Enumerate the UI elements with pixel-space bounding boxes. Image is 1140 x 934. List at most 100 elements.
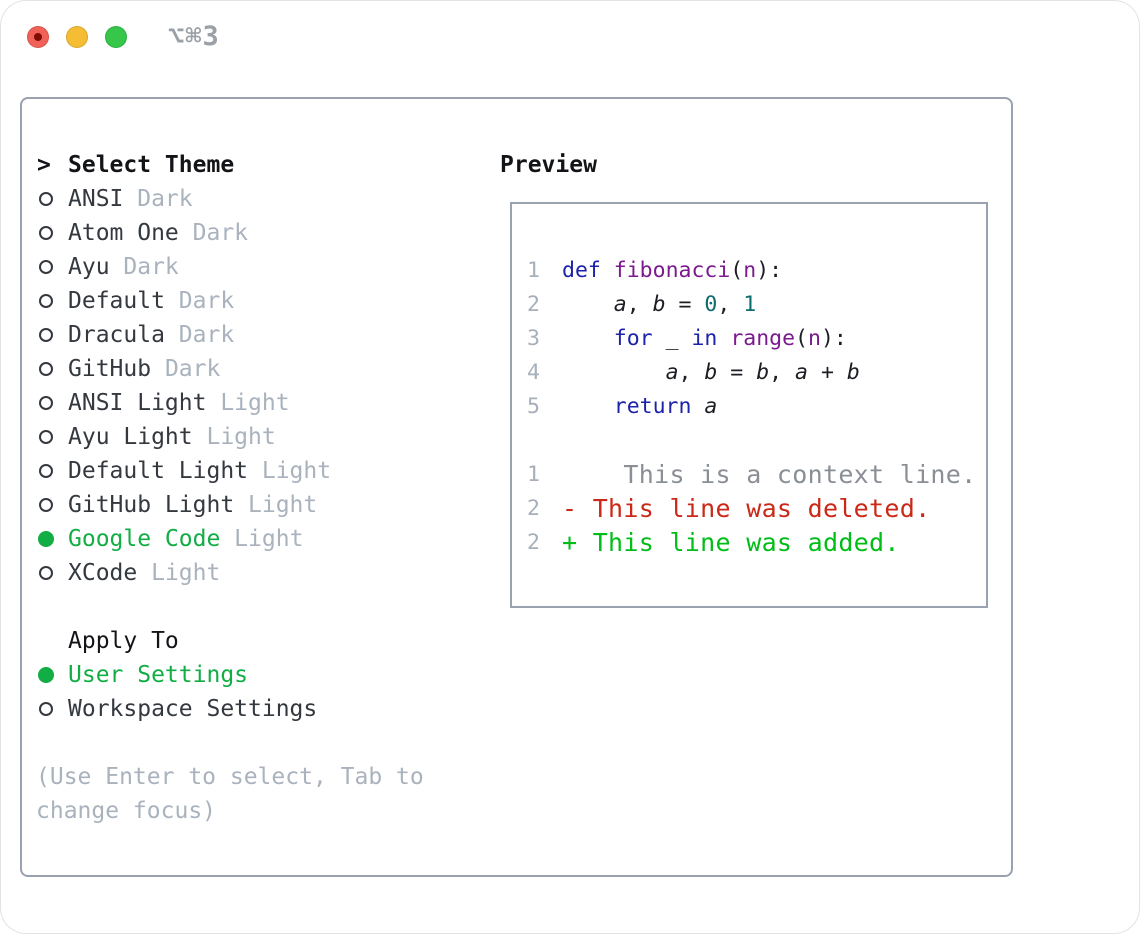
radio-icon bbox=[39, 498, 53, 512]
line-number: 2 bbox=[527, 291, 540, 317]
option-label: Workspace Settings bbox=[68, 696, 318, 722]
variant-tag: Light bbox=[137, 560, 221, 586]
option-github[interactable]: GitHub Dark bbox=[36, 352, 476, 386]
diff-text: This is a context line. bbox=[562, 459, 977, 489]
preview-title: Preview bbox=[500, 152, 597, 178]
code-line: 3 for _ in range(n): bbox=[527, 321, 986, 355]
minimize-button[interactable] bbox=[66, 26, 88, 48]
spacer bbox=[36, 726, 476, 760]
option-label: User Settings bbox=[68, 662, 249, 688]
line-number: 3 bbox=[527, 325, 540, 351]
line-number: 5 bbox=[527, 393, 540, 419]
code-text: def fibonacci(n): bbox=[562, 257, 783, 283]
radio-icon bbox=[39, 396, 53, 410]
code-text: return a bbox=[613, 393, 718, 419]
option-dracula[interactable]: Dracula Dark bbox=[36, 318, 476, 352]
diff-text: - This line was deleted. bbox=[562, 493, 931, 523]
radio-icon bbox=[39, 702, 53, 716]
option-google-code[interactable]: Google Code Light bbox=[36, 522, 476, 556]
option-atom-one[interactable]: Atom One Dark bbox=[36, 216, 476, 250]
blank-line bbox=[527, 423, 986, 457]
option-ansi-light[interactable]: ANSI Light Light bbox=[36, 386, 476, 420]
option-label: ANSI Light bbox=[68, 390, 207, 416]
spacer bbox=[36, 590, 476, 624]
line-number: 1 bbox=[527, 461, 540, 487]
code-text: for _ in range(n): bbox=[613, 325, 847, 351]
option-label: Google Code bbox=[68, 526, 221, 552]
option-ansi[interactable]: ANSI Dark bbox=[36, 182, 476, 216]
variant-tag: Dark bbox=[123, 186, 193, 212]
variant-tag: Dark bbox=[109, 254, 179, 280]
variant-tag: Light bbox=[192, 424, 276, 450]
radio-selected-icon bbox=[38, 531, 54, 547]
line-number: 4 bbox=[527, 359, 540, 385]
option-github-light[interactable]: GitHub Light Light bbox=[36, 488, 476, 522]
option-xcode[interactable]: XCode Light bbox=[36, 556, 476, 590]
option-label: ANSI bbox=[68, 186, 124, 212]
variant-tag: Light bbox=[248, 458, 332, 484]
radio-icon bbox=[39, 328, 53, 342]
code-text: a, b = b, a + b bbox=[665, 359, 860, 385]
apply-to-header: Apply To bbox=[68, 628, 179, 654]
option-label: Default Light bbox=[68, 458, 249, 484]
radio-icon bbox=[39, 566, 53, 580]
option-label: Ayu bbox=[68, 254, 110, 280]
option-label: XCode bbox=[68, 560, 138, 586]
option-label: GitHub Light bbox=[68, 492, 235, 518]
variant-tag: Dark bbox=[164, 288, 235, 314]
radio-icon bbox=[39, 294, 53, 308]
variant-tag: Light bbox=[220, 526, 304, 552]
radio-icon bbox=[39, 260, 53, 274]
help-text: (Use Enter to select, Tab to change focu… bbox=[36, 764, 424, 824]
zoom-button[interactable] bbox=[105, 26, 127, 48]
option-ayu-light[interactable]: Ayu Light Light bbox=[36, 420, 476, 454]
radio-icon bbox=[39, 430, 53, 444]
apply-to-header-row: Apply To bbox=[36, 624, 476, 658]
radio-icon bbox=[39, 226, 53, 240]
option-label: Ayu Light bbox=[68, 424, 193, 450]
option-label: Default bbox=[68, 288, 165, 314]
variant-tag: Dark bbox=[178, 220, 249, 246]
diff-text: + This line was added. bbox=[562, 527, 900, 557]
variant-tag: Light bbox=[206, 390, 290, 416]
variant-tag: Dark bbox=[151, 356, 221, 382]
option-workspace-settings[interactable]: Workspace Settings bbox=[36, 692, 476, 726]
option-default[interactable]: Default Dark bbox=[36, 284, 476, 318]
close-button[interactable] bbox=[27, 26, 49, 48]
line-number: 2 bbox=[527, 495, 540, 521]
code-line: 4 a, b = b, a + b bbox=[527, 355, 986, 389]
select-theme-header: Select Theme bbox=[68, 152, 235, 178]
code-line: 1 def fibonacci(n): bbox=[527, 253, 986, 287]
code-text: a, b = 0, 1 bbox=[613, 291, 757, 317]
code-line: 5 return a bbox=[527, 389, 986, 423]
radio-icon bbox=[39, 192, 53, 206]
variant-tag: Dark bbox=[164, 322, 235, 348]
option-label: Atom One bbox=[68, 220, 179, 246]
variant-tag: Light bbox=[234, 492, 318, 518]
radio-selected-icon bbox=[38, 667, 54, 683]
unsaved-dot-icon bbox=[34, 33, 42, 41]
option-label: Dracula bbox=[68, 322, 165, 348]
focus-marker-icon: > bbox=[37, 152, 51, 178]
diff-preview: 1 This is a context line. 2 - This line wa… bbox=[527, 457, 986, 559]
option-ayu[interactable]: Ayu Dark bbox=[36, 250, 476, 284]
code-line: 2 a, b = 0, 1 bbox=[527, 287, 986, 321]
diff-line-context: 1 This is a context line. bbox=[527, 457, 986, 491]
diff-line-added: 2 + This line was added. bbox=[527, 525, 986, 559]
option-user-settings[interactable]: User Settings bbox=[36, 658, 476, 692]
window-title: ⌥⌘3 bbox=[168, 21, 220, 52]
radio-icon bbox=[39, 464, 53, 478]
option-label: GitHub bbox=[68, 356, 152, 382]
option-default-light[interactable]: Default Light Light bbox=[36, 454, 476, 488]
select-theme-header-row: > Select Theme bbox=[36, 148, 476, 182]
line-number: 2 bbox=[527, 529, 540, 555]
line-number: 1 bbox=[527, 257, 540, 283]
titlebar: ⌥⌘3 bbox=[27, 21, 220, 52]
